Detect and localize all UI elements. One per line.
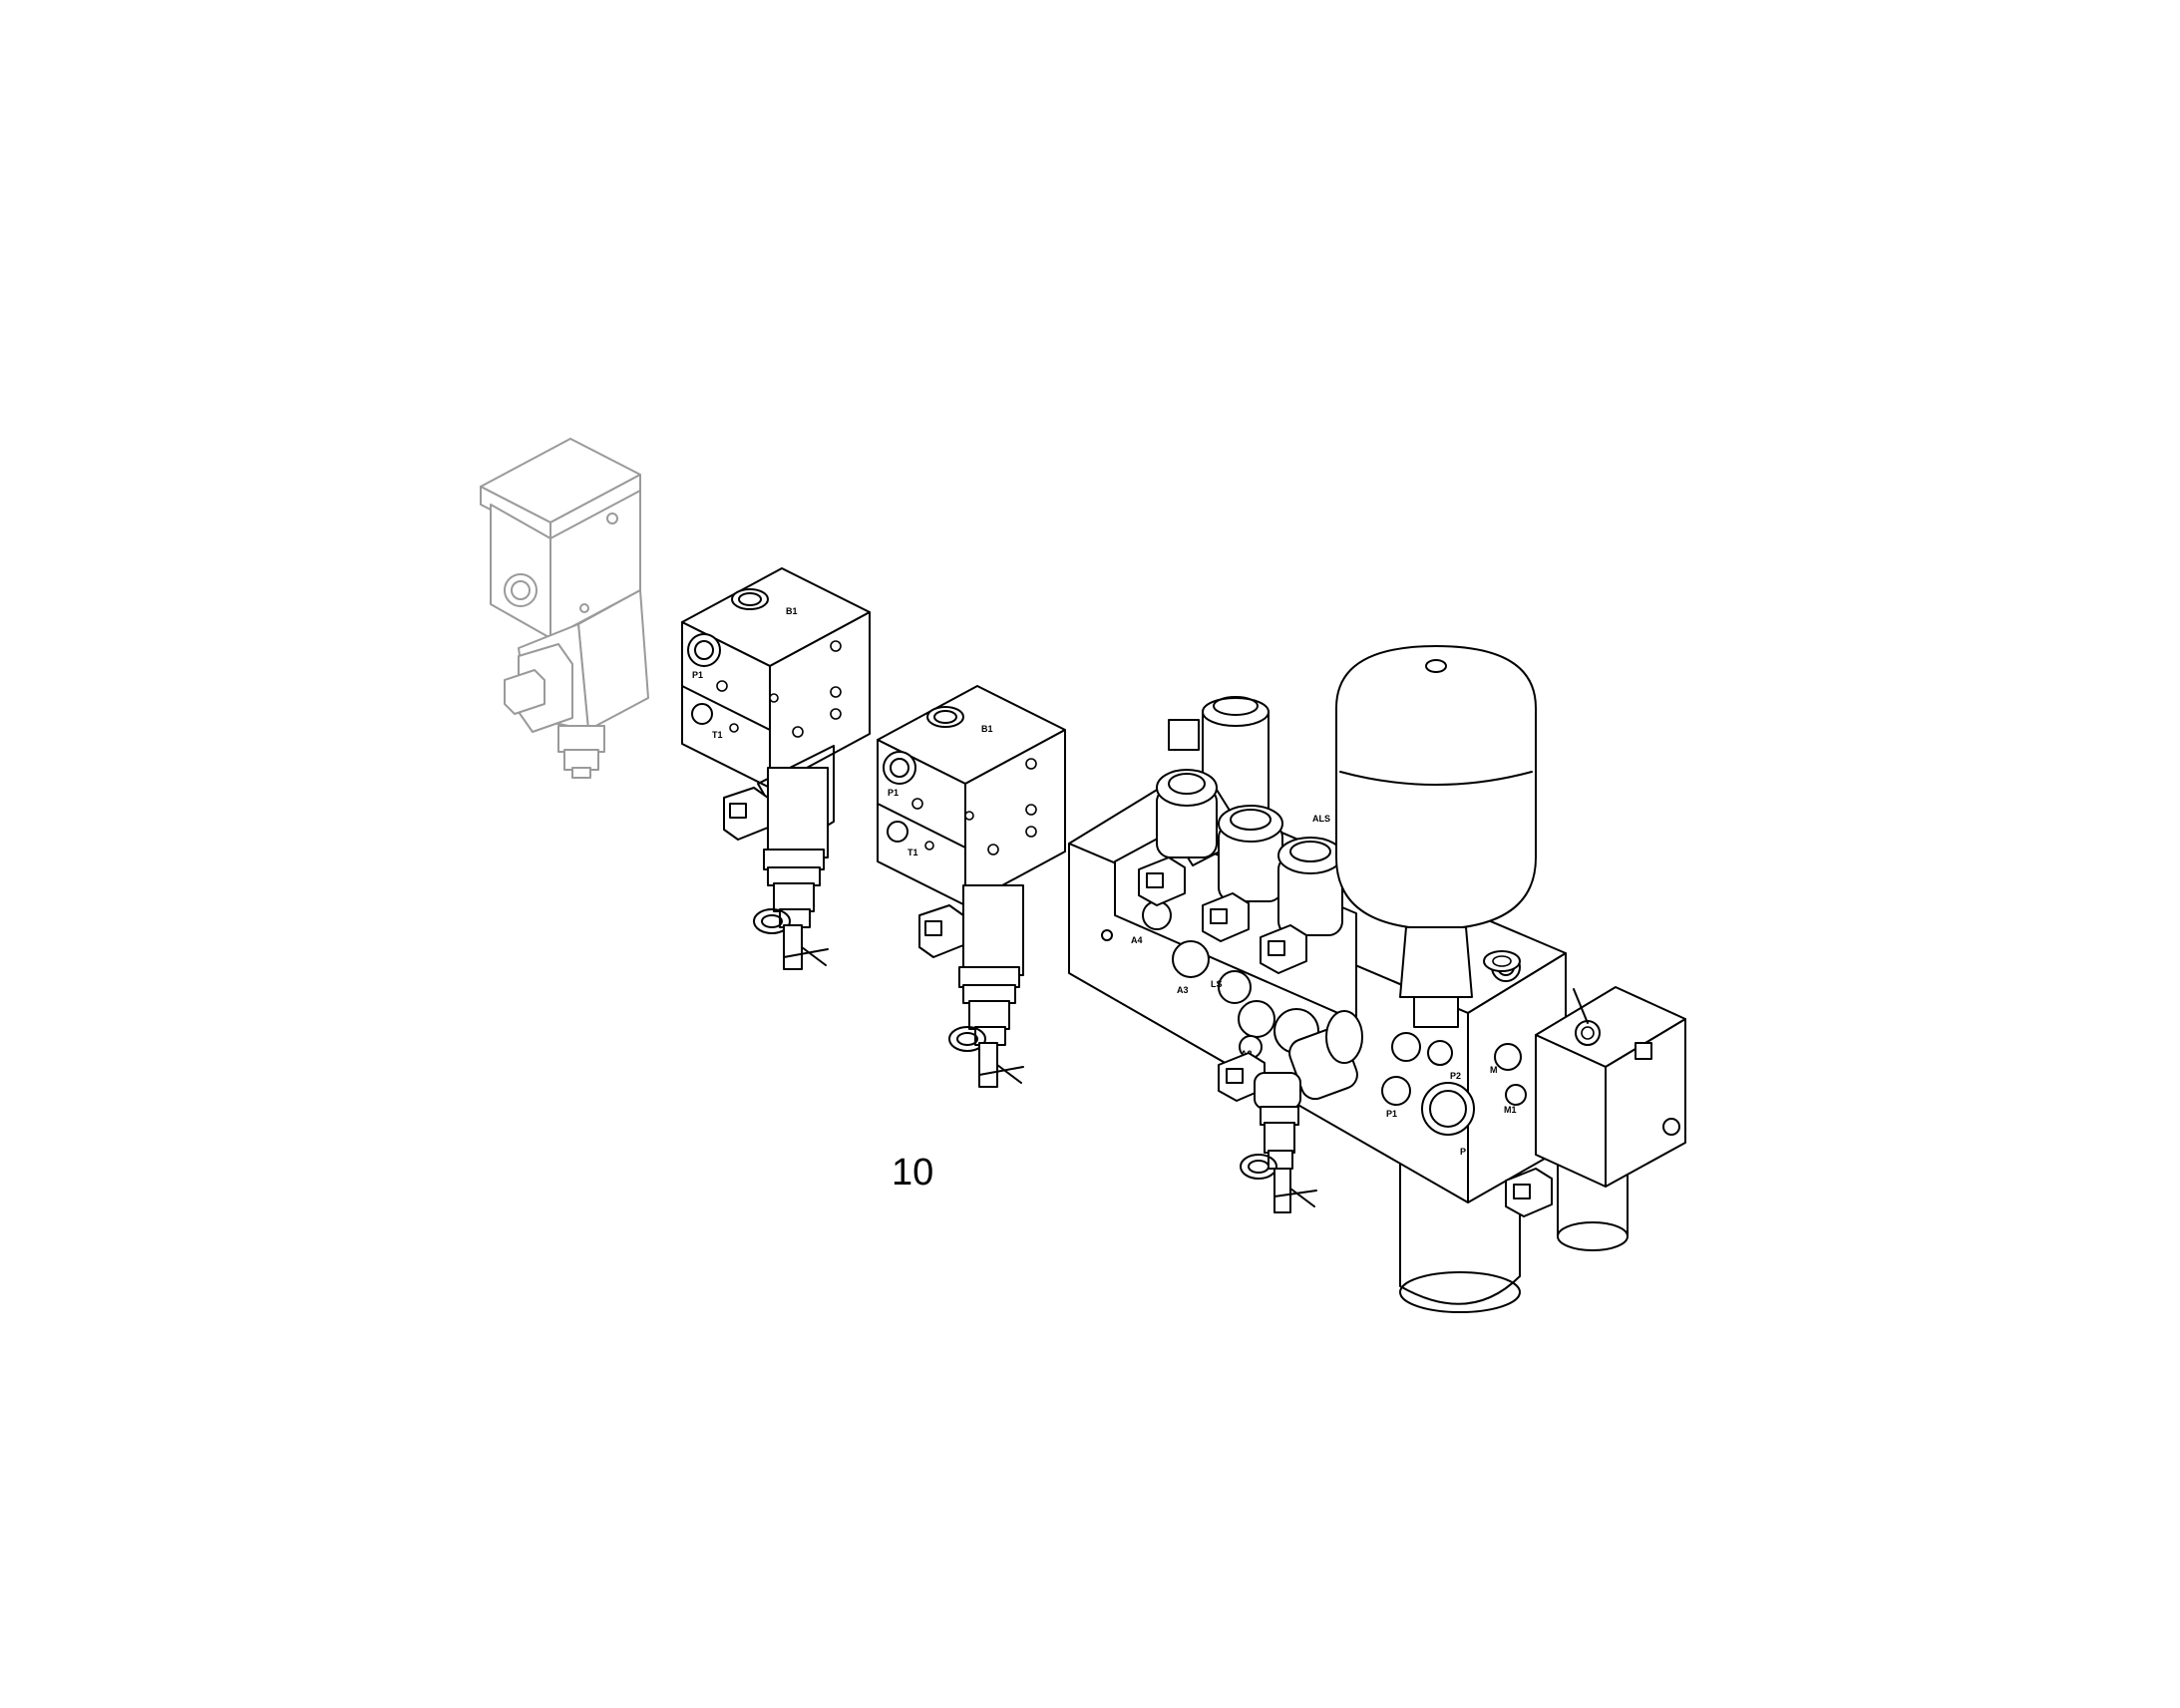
- accumulator-sphere: [1335, 645, 1537, 1028]
- main-p-label: P: [1460, 1147, 1466, 1157]
- solenoid-3: [1260, 837, 1343, 974]
- main-m-label: M: [1490, 1065, 1498, 1075]
- module-b-side-label: P1: [888, 788, 899, 798]
- valve-module-a: B1 P1 T1: [681, 567, 871, 970]
- ghosted-valve-block: [480, 438, 649, 779]
- module-a-face-label: B1: [786, 606, 798, 616]
- module-a-bottom-label: T1: [712, 730, 723, 740]
- module-a-side-label: P1: [692, 670, 703, 680]
- module-b-face-label: B1: [981, 724, 993, 734]
- callout-label: 10: [892, 1152, 933, 1194]
- valve-module-b: B1 P1 T1: [877, 685, 1066, 1088]
- main-ls-label: LS: [1211, 979, 1223, 989]
- main-a3-label: A3: [1177, 985, 1189, 995]
- front-solenoid: [1218, 1010, 1363, 1213]
- main-a4-label: A4: [1131, 935, 1143, 945]
- main-m1-label: M1: [1504, 1105, 1517, 1115]
- main-p2-label: P2: [1450, 1071, 1461, 1081]
- main-manifold-assembly: A4 A3 LS A2 P1 P2 P M M1 ALS: [1068, 645, 1686, 1313]
- solenoid-2: [1202, 805, 1283, 942]
- main-p1-label: P1: [1386, 1109, 1397, 1119]
- main-top-label: ALS: [1312, 814, 1330, 824]
- module-b-bottom-label: T1: [908, 848, 918, 857]
